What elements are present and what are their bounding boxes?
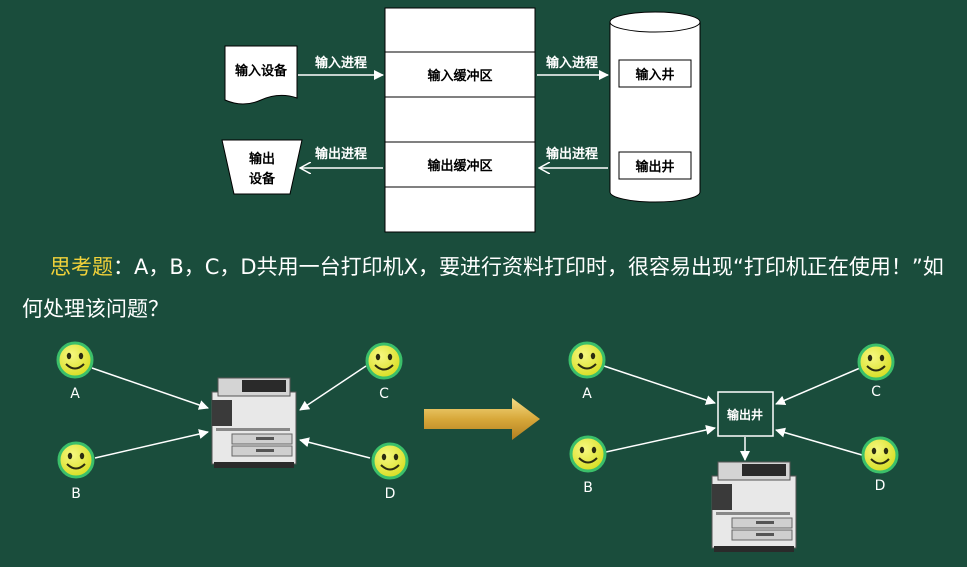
user-d-label: D bbox=[385, 486, 396, 502]
input-process-left-label: 输入进程 bbox=[315, 55, 367, 71]
buffer-stack bbox=[384, 7, 536, 233]
output-device-shape bbox=[221, 139, 303, 195]
right-user-a-smiley-icon bbox=[568, 341, 606, 379]
question-text: ：A，B，C，D共用一台打印机X，要进行资料打印时，很容易出现“打印机正在使用！… bbox=[22, 255, 944, 321]
spool-label: 输出井 bbox=[727, 407, 763, 422]
user-a-smiley-icon bbox=[56, 341, 94, 379]
question-paragraph: 思考题：A，B，C，D共用一台打印机X，要进行资料打印时，很容易出现“打印机正在… bbox=[22, 246, 952, 330]
user-d-smiley-icon bbox=[371, 442, 409, 480]
output-process-left-label: 输出进程 bbox=[315, 146, 367, 162]
user-c-smiley-icon bbox=[365, 342, 403, 380]
output-process-right-label: 输出进程 bbox=[546, 146, 598, 162]
output-device-label-2: 设备 bbox=[249, 171, 276, 187]
right-user-a-label: A bbox=[582, 386, 592, 402]
input-process-right-label: 输入进程 bbox=[546, 55, 598, 71]
right-user-b-label: B bbox=[583, 480, 593, 496]
arrow-d-to-printer bbox=[299, 437, 371, 459]
arrow-a-to-printer bbox=[91, 367, 209, 410]
input-device-label: 输入设备 bbox=[235, 63, 288, 79]
user-a-label: A bbox=[70, 386, 80, 402]
arrow-ra-to-spool bbox=[603, 365, 716, 405]
spool-box bbox=[717, 391, 774, 437]
output-device-label-1: 输出 bbox=[249, 151, 275, 167]
right-user-c-label: C bbox=[871, 384, 881, 400]
spool-printer-icon bbox=[711, 461, 797, 553]
output-well-label: 输出井 bbox=[635, 159, 674, 175]
right-user-d-smiley-icon bbox=[861, 436, 899, 474]
right-user-c-smiley-icon bbox=[857, 343, 895, 381]
output-buffer-label: 输出缓冲区 bbox=[427, 158, 492, 174]
right-user-d-label: D bbox=[875, 478, 886, 494]
disk-cylinder bbox=[609, 11, 701, 203]
question-label: 思考题 bbox=[50, 255, 113, 279]
user-b-smiley-icon bbox=[57, 441, 95, 479]
input-well-label: 输入井 bbox=[635, 67, 674, 83]
user-c-label: C bbox=[379, 386, 389, 402]
arrow-rc-to-spool bbox=[775, 367, 861, 406]
arrow-b-to-printer bbox=[94, 429, 209, 459]
right-user-b-smiley-icon bbox=[569, 435, 607, 473]
shared-printer-icon bbox=[211, 377, 297, 469]
input-buffer-label: 输入缓冲区 bbox=[427, 68, 492, 84]
arrow-rb-to-spool bbox=[605, 425, 716, 453]
transition-arrow-icon bbox=[424, 398, 540, 440]
arrow-c-to-printer bbox=[299, 365, 367, 411]
arrow-rd-to-spool bbox=[775, 427, 863, 456]
user-b-label: B bbox=[71, 486, 81, 502]
input-device-shape bbox=[224, 45, 298, 105]
